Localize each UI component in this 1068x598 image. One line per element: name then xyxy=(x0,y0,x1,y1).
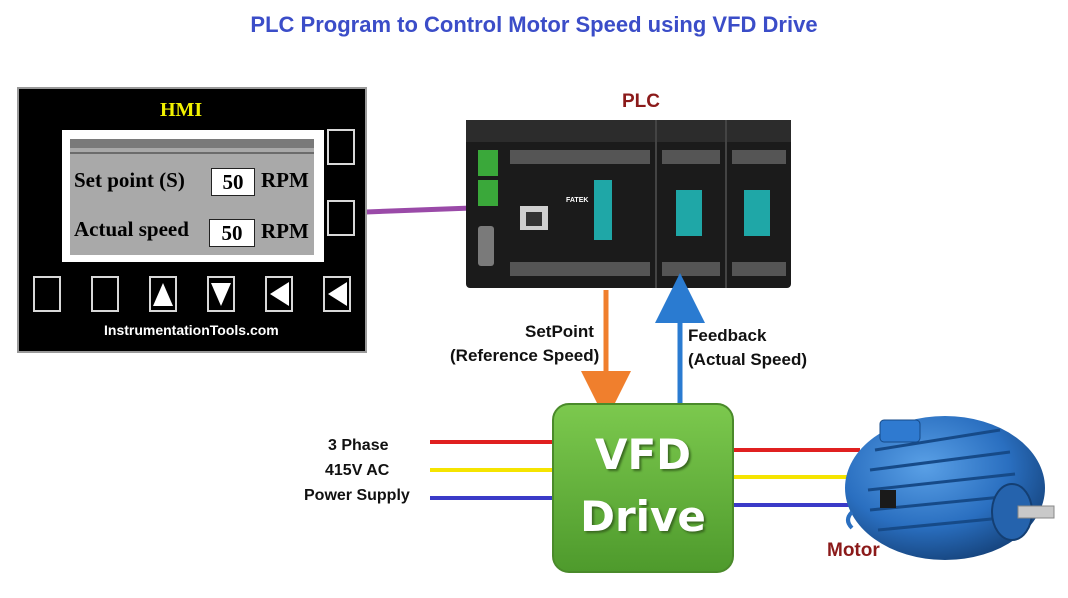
feedback-signal-sublabel: (Actual Speed) xyxy=(688,350,808,369)
actual-speed-unit: RPM xyxy=(261,219,309,243)
hmi-function-button-2[interactable] xyxy=(91,276,119,312)
setpoint-label: Set point (S) xyxy=(74,168,185,192)
vfd-label: VFD xyxy=(594,430,692,479)
feedback-signal-label: Feedback xyxy=(688,326,767,345)
hmi-side-button-bottom[interactable] xyxy=(327,200,355,236)
hmi-up-button[interactable] xyxy=(149,276,177,312)
power-label-supply: Power Supply xyxy=(304,487,410,504)
hmi-plc-link xyxy=(365,205,473,215)
actual-speed-label: Actual speed xyxy=(74,217,189,241)
arrow-left-icon xyxy=(270,282,289,306)
plc-label: PLC xyxy=(622,91,660,112)
actual-speed-value: 50 xyxy=(209,219,255,247)
power-label-voltage: 415V AC xyxy=(325,462,390,479)
hmi-left-button-2[interactable] xyxy=(323,276,351,312)
power-label-phase: 3 Phase xyxy=(328,437,389,454)
drive-label: Drive xyxy=(580,492,706,541)
motor-illustration xyxy=(845,416,1055,560)
arrow-up-icon xyxy=(153,283,173,306)
website-label: InstrumentationTools.com xyxy=(104,322,279,338)
setpoint-unit: RPM xyxy=(261,168,309,192)
vfd-drive-block xyxy=(552,403,734,573)
arrow-left-icon xyxy=(328,282,347,306)
hmi-left-button-1[interactable] xyxy=(265,276,293,312)
setpoint-signal-sublabel: (Reference Speed) xyxy=(450,346,600,365)
hmi-title: HMI xyxy=(160,99,203,121)
setpoint-signal-label: SetPoint xyxy=(525,322,594,341)
hmi-panel xyxy=(17,87,367,353)
hmi-side-button-top[interactable] xyxy=(327,129,355,165)
hmi-function-button-1[interactable] xyxy=(33,276,61,312)
plc-unit: FATEK xyxy=(466,120,791,288)
motor-label: Motor xyxy=(827,540,880,561)
plc-brand: FATEK xyxy=(566,197,588,204)
setpoint-value-field[interactable]: 50 xyxy=(211,168,255,196)
page-title: PLC Program to Control Motor Speed using… xyxy=(250,12,818,37)
arrow-down-icon xyxy=(211,283,231,306)
hmi-down-button[interactable] xyxy=(207,276,235,312)
